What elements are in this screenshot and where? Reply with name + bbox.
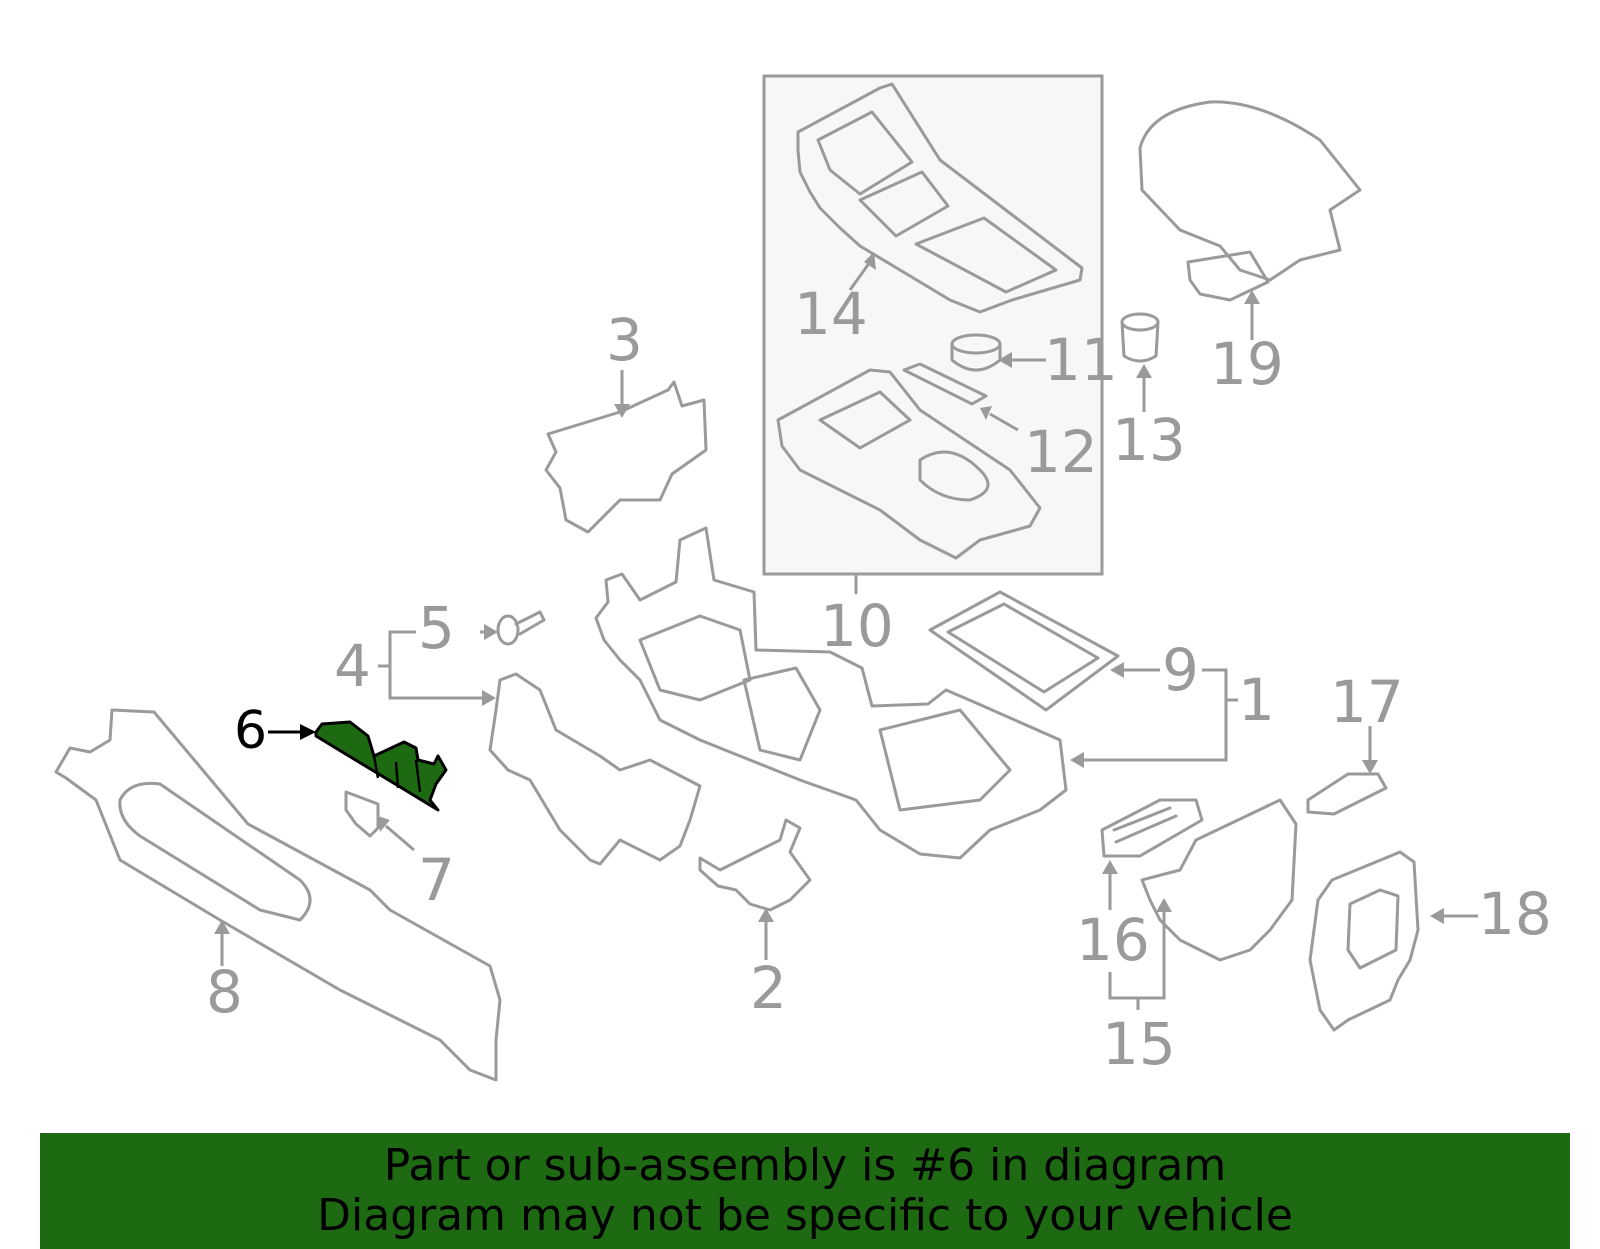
callout-2: 2: [750, 954, 787, 1022]
callout-10: 10: [820, 592, 894, 660]
part-9-shape: [928, 590, 1120, 712]
callout-1: 1: [1238, 666, 1275, 734]
callout-13: 13: [1112, 406, 1186, 474]
callout-19: 19: [1210, 330, 1284, 398]
callout-15: 15: [1102, 1010, 1176, 1078]
part-16-shape: [1100, 798, 1204, 858]
part-14-shape: [796, 82, 1084, 314]
info-banner: Part or sub-assembly is #6 in diagram Di…: [40, 1133, 1570, 1249]
part-10-shape: [776, 368, 1042, 560]
callout-16: 16: [1076, 906, 1150, 974]
callout-9: 9: [1162, 636, 1199, 704]
callout-12: 12: [1024, 418, 1098, 486]
part-4-shape: [488, 672, 702, 866]
banner-line-part: Part or sub-assembly is #6 in diagram: [383, 1140, 1227, 1191]
callout-11: 11: [1044, 326, 1118, 394]
part-18-shape: [1308, 850, 1420, 1032]
part-13-shape: [1120, 312, 1160, 363]
callout-8: 8: [206, 958, 243, 1026]
part-8-shape: [54, 708, 502, 1082]
leader-lines: [214, 252, 1478, 1010]
part-7-shape: [344, 790, 380, 838]
callout-6: 6: [234, 701, 267, 761]
callout-7: 7: [418, 846, 455, 914]
callout-18: 18: [1478, 880, 1552, 948]
part-5-shape: [496, 610, 546, 646]
part-2-shape: [698, 818, 812, 912]
arrow-6: [300, 724, 316, 740]
banner-line-disclaimer: Diagram may not be specific to your vehi…: [317, 1190, 1293, 1241]
part-19-shape: [1138, 100, 1362, 302]
callout-5: 5: [418, 594, 455, 662]
callout-17: 17: [1330, 668, 1404, 736]
callout-3: 3: [606, 306, 643, 374]
part-6-shape: [314, 720, 448, 812]
part-12-shape: [902, 362, 988, 406]
part-1-shape: [594, 526, 1068, 860]
callout-14: 14: [794, 280, 868, 348]
part-17-shape: [1306, 772, 1388, 816]
callout-4: 4: [334, 632, 371, 700]
part-3-shape: [544, 380, 708, 534]
